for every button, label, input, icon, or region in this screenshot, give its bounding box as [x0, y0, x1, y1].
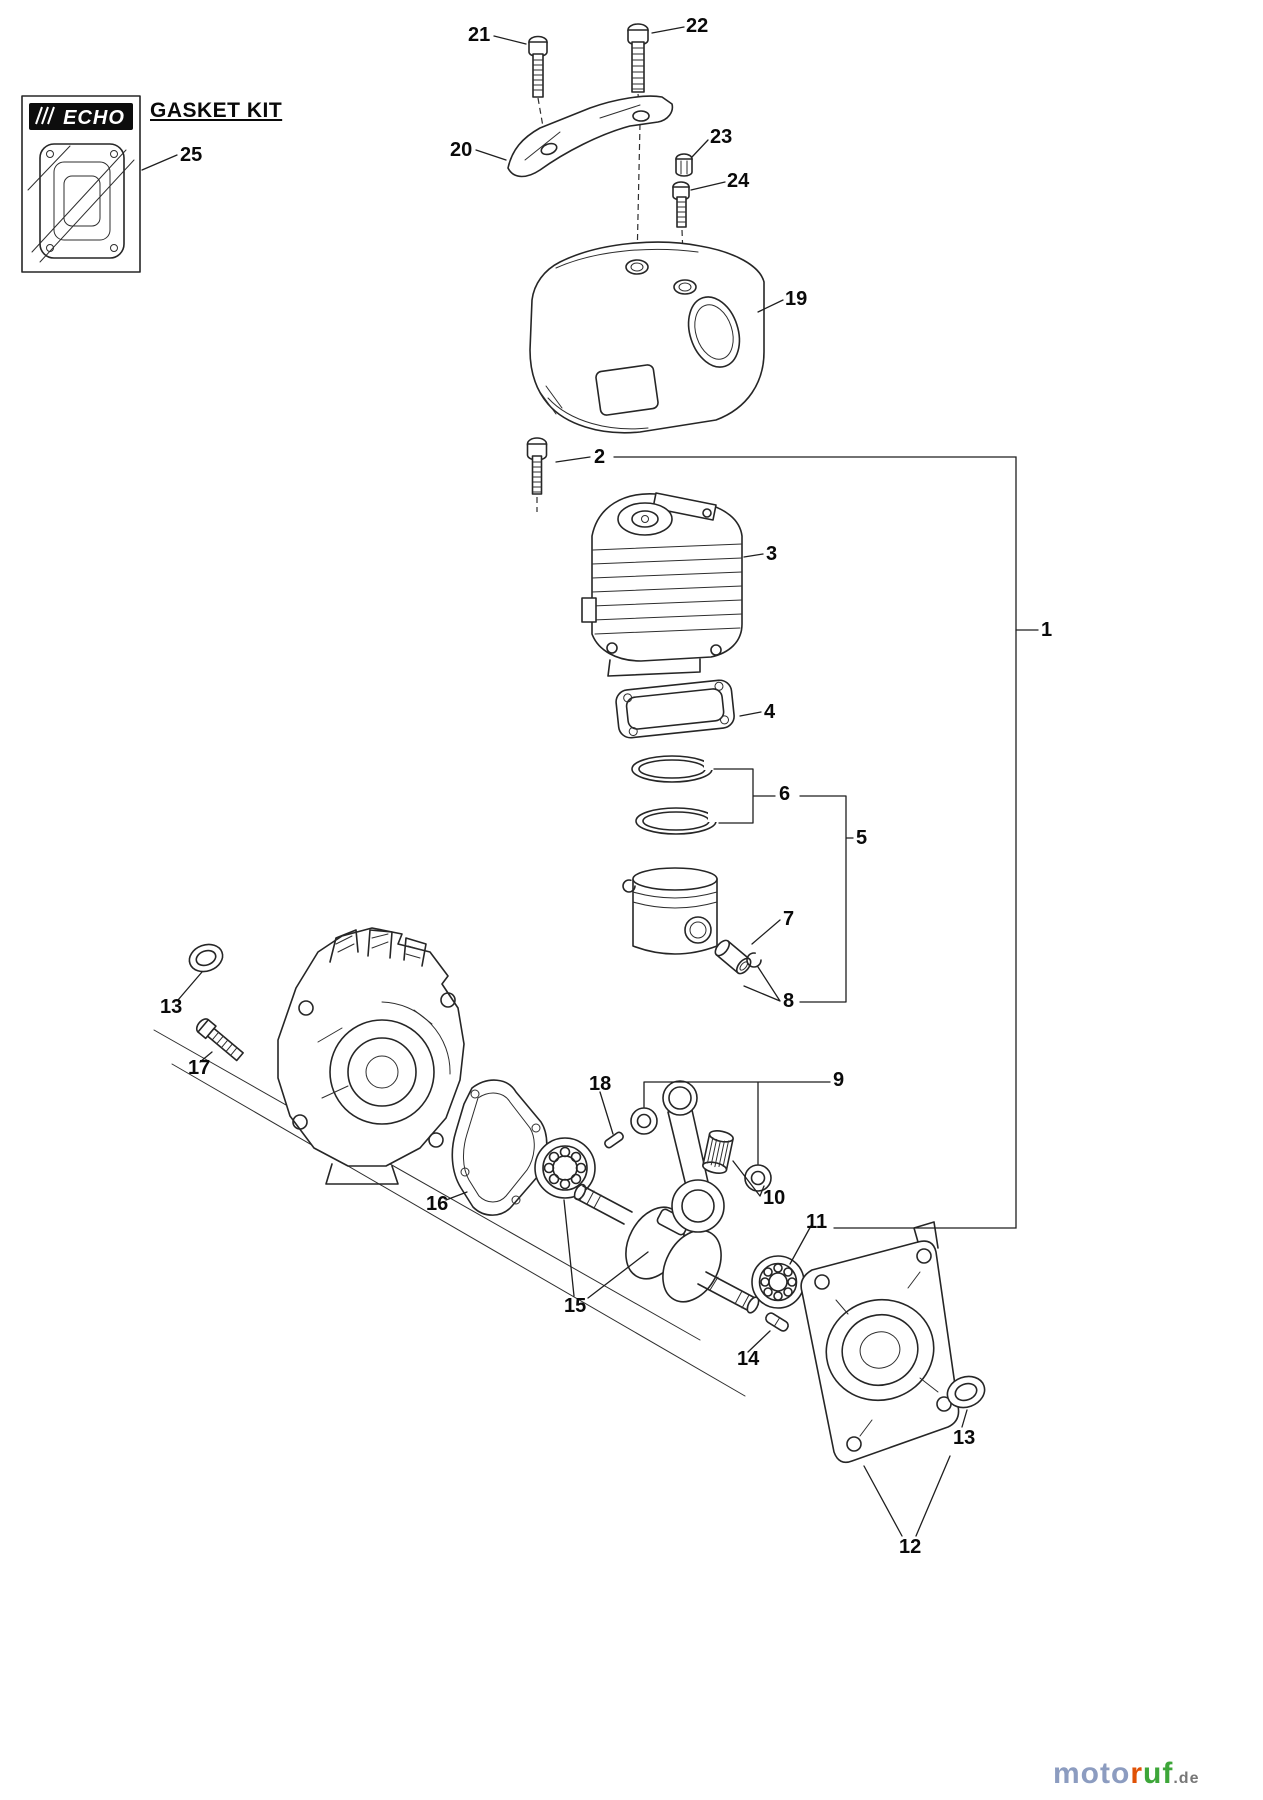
callout-23: 23: [710, 126, 733, 148]
circlip-right: [746, 952, 762, 968]
callout-2: 2: [594, 446, 606, 468]
part-18-woodruff-key: [604, 1131, 624, 1149]
callout-6: 6: [779, 783, 791, 805]
callout-5: 5: [856, 827, 868, 849]
part-22-bolt: [627, 23, 649, 93]
callout-24: 24: [727, 170, 750, 192]
part-16-crankcase-gasket: [451, 1079, 548, 1216]
part-3-cylinder: [581, 492, 743, 677]
callout-22: 22: [686, 15, 709, 37]
connecting-rod: [662, 1080, 725, 1233]
echo-logo-text: ECHO: [63, 107, 125, 129]
callout-3: 3: [766, 543, 778, 565]
callout-25: 25: [180, 144, 203, 166]
watermark-segment: moto: [1053, 1757, 1131, 1790]
ball-bearing-left: [534, 1137, 596, 1199]
callout-21: 21: [468, 24, 491, 46]
part-13-seal-left: [188, 943, 224, 973]
callout-16: 16: [426, 1193, 449, 1215]
part-11-ball-bearing: [751, 1255, 805, 1309]
part-21-bolt: [528, 35, 548, 98]
part-7-piston-assembly: [622, 867, 762, 975]
part-20-cover-bracket: [507, 95, 674, 178]
crankcase-flywheel-side: [277, 927, 465, 1185]
callout-20: 20: [450, 139, 473, 161]
watermark-segment: uf: [1143, 1757, 1174, 1790]
callout-7: 7: [783, 908, 795, 930]
part-25-gasket-kit-box: ECHO: [21, 95, 141, 273]
callout-4: 4: [764, 701, 776, 723]
piston-pin: [714, 939, 752, 975]
callout-15: 15: [564, 1295, 587, 1317]
callout-13: 13: [953, 1427, 976, 1449]
leader-lines: [141, 26, 1039, 1537]
part-6-piston-rings: [631, 755, 720, 835]
part-24-bolt: [672, 181, 690, 228]
watermark-segment: .de: [1173, 1770, 1200, 1787]
gasket-kit-heading: GASKET KIT: [150, 99, 283, 122]
motoruf-watermark: motoruf.de: [1053, 1757, 1199, 1791]
part-19-engine-cover: [529, 241, 765, 434]
part-17-bolt: [195, 1018, 244, 1062]
callout-19: 19: [785, 288, 808, 310]
part-12-crankcase-clutch-side: [800, 1221, 960, 1464]
part-13-seal-right: [946, 1375, 986, 1409]
callout-10: 10: [763, 1187, 786, 1209]
callout-14: 14: [737, 1348, 760, 1370]
watermark-segment: r: [1130, 1757, 1144, 1790]
callout-11: 11: [806, 1211, 828, 1233]
callout-18: 18: [589, 1073, 612, 1095]
part-15-crankshaft-assembly: [534, 1080, 760, 1314]
long-leader-diagonals: [153, 1029, 746, 1397]
part-14-dowel-pin: [765, 1312, 789, 1332]
callout-8: 8: [783, 990, 795, 1012]
callout-9: 9: [833, 1069, 845, 1091]
callout-12: 12: [899, 1536, 922, 1558]
part-2-bolt: [526, 437, 548, 495]
part-4-cylinder-gasket: [615, 679, 735, 739]
callout-13: 13: [160, 996, 183, 1018]
circlip-left: [622, 879, 636, 893]
part-23-collar-nut: [675, 153, 693, 177]
callout-1: 1: [1041, 619, 1053, 641]
part-10-needle-bearing: [702, 1130, 734, 1174]
callout-17: 17: [188, 1057, 211, 1079]
